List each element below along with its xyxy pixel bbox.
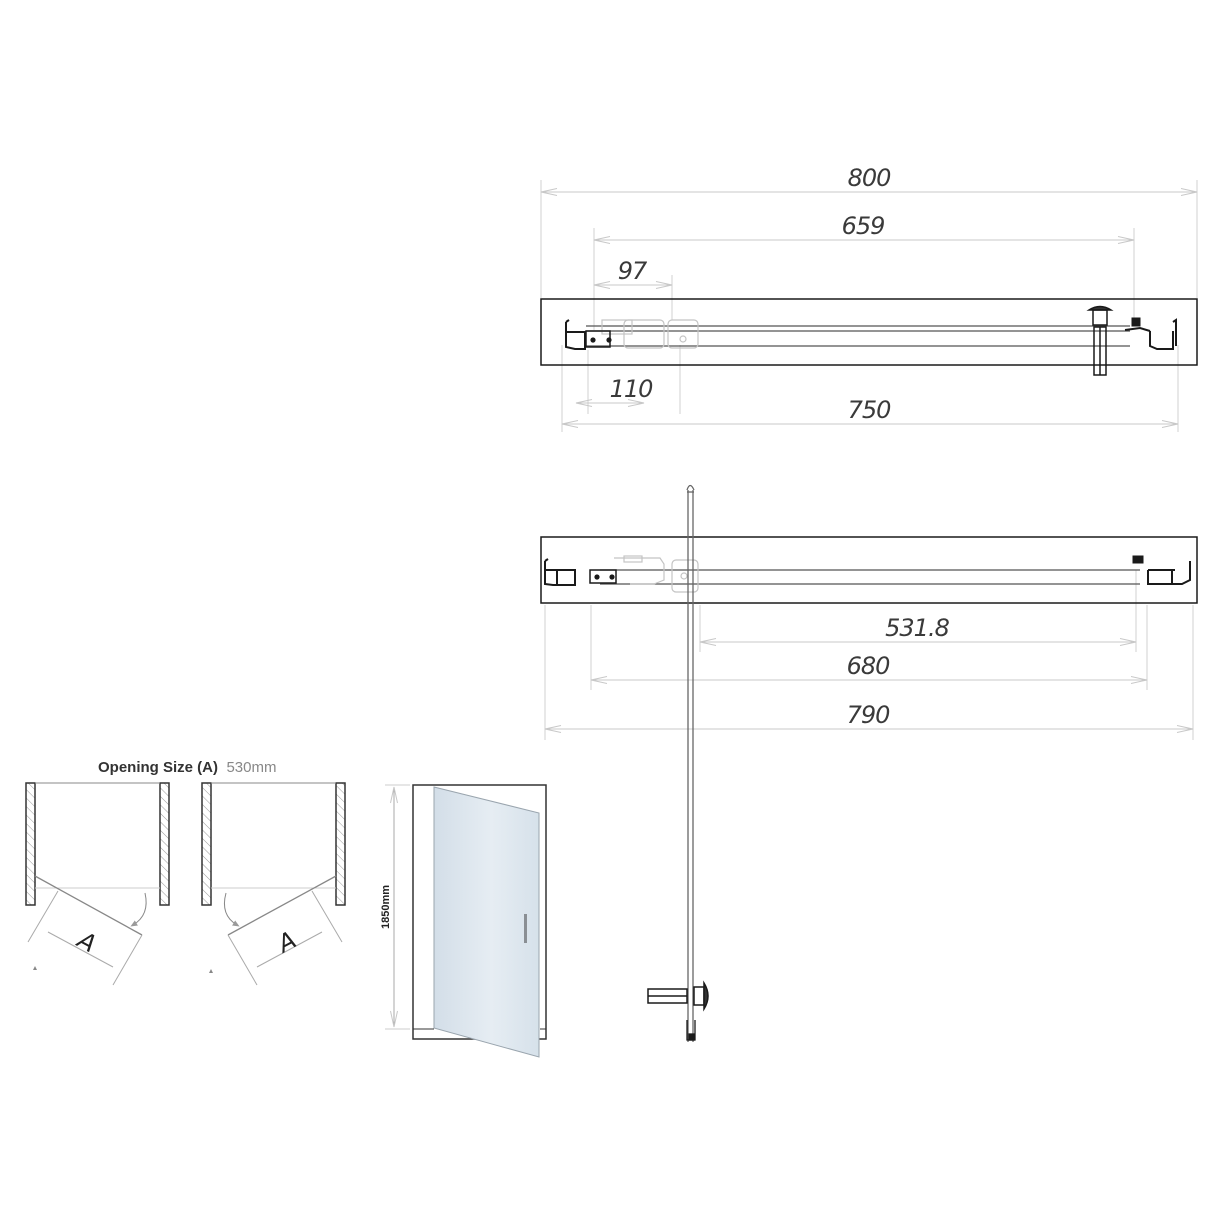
left-wall-profile-2 (544, 558, 617, 586)
height-label: 1850mm (380, 885, 392, 929)
dimension-lines (540, 188, 1198, 428)
handle-knob (1086, 305, 1114, 376)
dim-glass-span-open: 680 (847, 652, 891, 680)
opening-size-title: Opening Size (A) 530mm (98, 759, 276, 776)
plan-view-open: 531.8 680 790 (540, 536, 1198, 740)
opening-size-value: 530mm (226, 759, 276, 776)
opening-size-section: Opening Size (A) 530mm A A (25, 759, 346, 986)
dim-hinge-offset-top: 97 (618, 257, 648, 285)
dim-overall-width: 800 (848, 164, 892, 192)
dim-glass-span: 659 (842, 212, 885, 240)
handle-side-view (647, 980, 709, 1012)
glass-rails-2 (600, 569, 1140, 585)
left-wall-profile (565, 319, 612, 350)
opening-size-label: Opening Size (A) (98, 759, 218, 776)
opening-diagram-right: A (201, 782, 346, 986)
elevation-view: 1850mm (380, 784, 547, 1058)
ghost-hinge-2 (614, 555, 699, 593)
dim-wall-to-wall: 750 (848, 396, 892, 424)
dimension-lines-2 (544, 638, 1194, 733)
plan-frame (540, 298, 1198, 366)
dim-opening: 531.8 (885, 614, 949, 642)
plan-view-closed: 800 659 97 110 750 (540, 164, 1198, 432)
glass-panel (433, 786, 540, 1058)
plan-frame-2 (540, 536, 1198, 604)
bottom-seal (686, 1020, 696, 1041)
dim-hinge-offset-bottom: 110 (610, 375, 654, 403)
opening-diagram-left: A (25, 782, 170, 986)
right-wall-profile (1124, 317, 1177, 350)
dim-overall-width-open: 790 (847, 701, 891, 729)
door-handle (524, 914, 527, 943)
right-wall-profile-2 (1132, 555, 1191, 585)
glass-rails (586, 325, 1130, 347)
ghost-hinge (601, 319, 699, 349)
open-door-section (647, 484, 709, 1042)
opening-label-a-right: A (271, 926, 300, 959)
opening-label-a-left: A (71, 925, 100, 958)
